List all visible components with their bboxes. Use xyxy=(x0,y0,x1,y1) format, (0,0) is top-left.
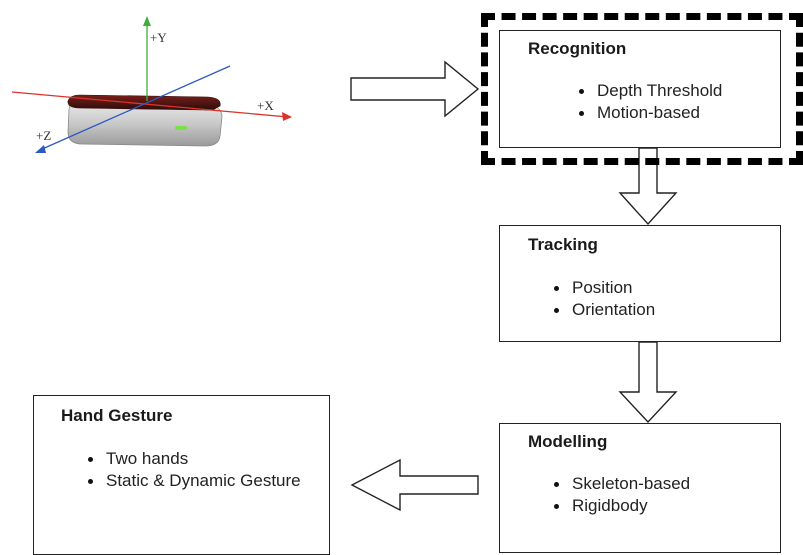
coordinate-axes: +Y +X +Z xyxy=(11,16,292,153)
hand-gesture-box: Hand Gesture Two hands Static & Dynamic … xyxy=(33,395,330,555)
arrow-modelling-to-hand-gesture xyxy=(350,458,479,512)
recognition-title: Recognition xyxy=(528,39,627,58)
x-axis-label: +X xyxy=(257,98,274,113)
hand-gesture-title: Hand Gesture xyxy=(61,406,173,425)
y-axis-arrowhead xyxy=(143,16,151,26)
modelling-item: Skeleton-based xyxy=(550,473,690,495)
recognition-item: Motion-based xyxy=(575,102,722,124)
recognition-highlight-frame xyxy=(481,13,803,165)
modelling-title: Modelling xyxy=(528,432,608,451)
diagram-canvas: +Y +X +Z Recognition Depth Threshold Mot… xyxy=(11,13,803,555)
modelling-box: Modelling Skeleton-based Rigidbody xyxy=(499,423,781,553)
tracking-box: Tracking Position Orientation xyxy=(499,225,781,342)
x-axis-arrowhead xyxy=(282,112,292,121)
recognition-list: Depth Threshold Motion-based xyxy=(575,80,722,124)
device-status-led xyxy=(175,126,187,130)
diagram-graphics: +Y +X +Z xyxy=(11,16,678,512)
arrow-tracking-to-modelling xyxy=(618,341,678,424)
recognition-item: Depth Threshold xyxy=(575,80,722,102)
device-top-face xyxy=(67,94,221,111)
hand-gesture-list: Two hands Static & Dynamic Gesture xyxy=(84,448,314,492)
z-axis-label: +Z xyxy=(36,128,51,143)
tracking-item: Position xyxy=(550,277,655,299)
arrow-recognition-to-tracking xyxy=(618,147,678,226)
tracking-item: Orientation xyxy=(550,299,655,321)
hand-gesture-item: Two hands xyxy=(84,448,314,470)
recognition-box: Recognition Depth Threshold Motion-based xyxy=(499,30,781,148)
tracking-list: Position Orientation xyxy=(550,277,655,321)
y-axis-label: +Y xyxy=(150,30,167,45)
z-axis-arrowhead xyxy=(35,145,46,153)
modelling-list: Skeleton-based Rigidbody xyxy=(550,473,690,517)
arrow-device-to-recognition xyxy=(350,60,480,118)
leap-motion-device-illustration xyxy=(67,94,223,147)
hand-gesture-item: Static & Dynamic Gesture xyxy=(84,470,314,492)
z-axis-line xyxy=(39,65,231,151)
tracking-title: Tracking xyxy=(528,235,598,254)
modelling-item: Rigidbody xyxy=(550,495,690,517)
x-axis-line xyxy=(11,91,289,118)
